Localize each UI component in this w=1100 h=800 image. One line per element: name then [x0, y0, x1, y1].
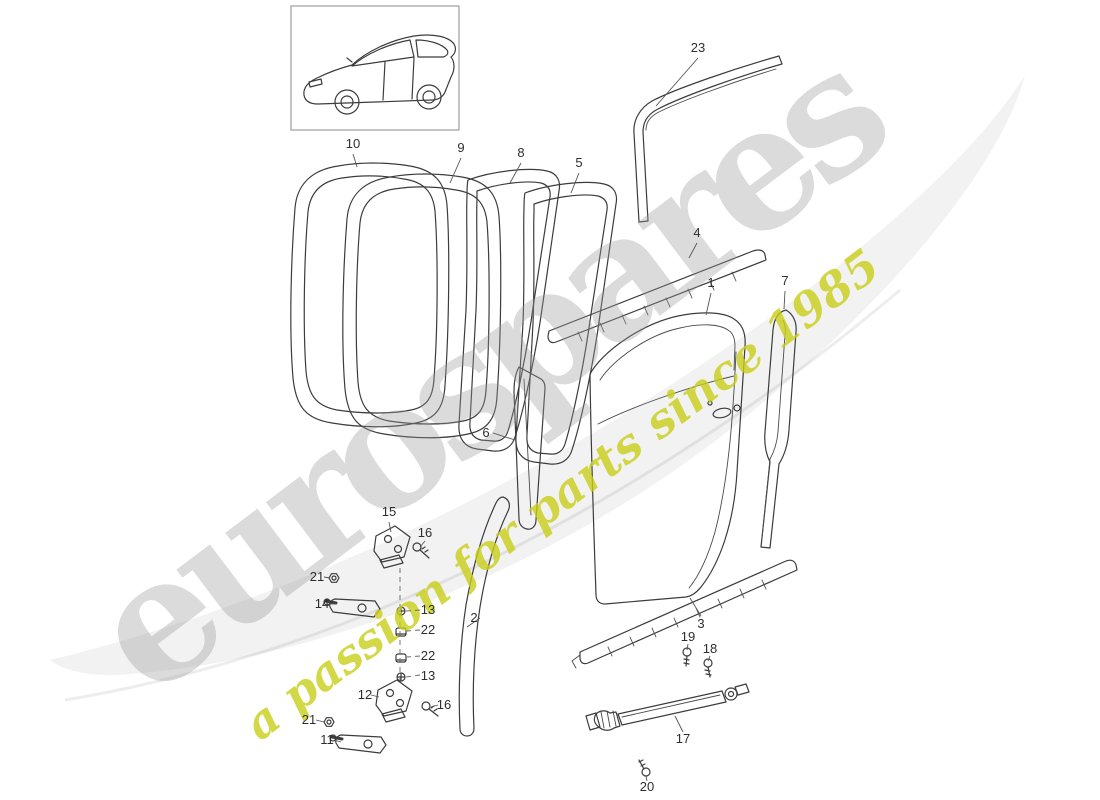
- part-17-door-check: [585, 683, 750, 731]
- part-21b-nut: [323, 717, 335, 727]
- part-label-23: 23: [691, 40, 705, 55]
- part-label-16a: 16: [418, 525, 432, 540]
- part-label-21b: 21: [302, 712, 316, 727]
- part-16b-screw: [421, 701, 439, 717]
- part-label-13a: 13: [421, 602, 435, 617]
- part-label-12: 12: [358, 687, 372, 702]
- car-thumbnail-frame: [290, 5, 460, 131]
- part-18-screw: [703, 658, 713, 678]
- part-13b-screw: [396, 672, 406, 682]
- part-label-3: 3: [697, 616, 704, 631]
- car-thumbnail: [290, 5, 460, 131]
- car-silhouette: [303, 34, 457, 115]
- part-16a-screw: [412, 542, 430, 559]
- part-label-8: 8: [517, 145, 524, 160]
- part-20-screw: [638, 759, 651, 777]
- part-label-2: 2: [470, 610, 477, 625]
- part-label-19: 19: [681, 629, 695, 644]
- part-3-lower-molding: [571, 559, 798, 669]
- part-label-17: 17: [676, 731, 690, 746]
- part-2-sealing-strip: [458, 496, 510, 737]
- part-label-10: 10: [346, 136, 360, 151]
- part-label-11: 11: [320, 732, 334, 747]
- leader-lines: [315, 57, 786, 782]
- part-19-screw: [682, 647, 692, 667]
- part-21a-nut: [328, 573, 340, 583]
- part-22a-cap: [395, 627, 407, 637]
- part-label-4: 4: [693, 225, 700, 240]
- watermark-swoosh: [50, 75, 1025, 702]
- part-label-5: 5: [575, 155, 582, 170]
- part-label-13b: 13: [421, 668, 435, 683]
- part-4-window-molding: [547, 249, 767, 344]
- part-12-lower-hinge: [375, 679, 413, 723]
- part-13a-screw: [396, 606, 406, 616]
- part-label-16b: 16: [437, 697, 451, 712]
- part-label-20: 20: [640, 779, 654, 794]
- part-11-hinge-arm: [329, 734, 387, 754]
- part-15-upper-hinge: [373, 525, 411, 569]
- door-handle-cutout: [707, 400, 741, 419]
- part-label-15: 15: [382, 504, 396, 519]
- part-22b-cap: [395, 653, 407, 663]
- part-6-pillar-trim: [513, 366, 546, 530]
- part-23-roof-edge-strip: [633, 55, 783, 223]
- part-label-6: 6: [482, 425, 489, 440]
- part-label-1: 1: [707, 275, 714, 290]
- part-label-18: 18: [703, 641, 717, 656]
- part-label-21a: 21: [310, 569, 324, 584]
- part-label-9: 9: [457, 140, 464, 155]
- part-label-22a: 22: [421, 622, 435, 637]
- part-labels: 23 10 9 8 5 4 1 7 6 2 3 15 16 21 14 13 2…: [302, 40, 789, 794]
- part-7-door-edge-seal: [760, 309, 797, 549]
- part-label-14: 14: [315, 596, 329, 611]
- part-label-22b: 22: [421, 648, 435, 663]
- part-label-7: 7: [781, 273, 788, 288]
- part-14-hinge-arm: [323, 598, 381, 618]
- part-1-rear-door-shell: [589, 312, 746, 605]
